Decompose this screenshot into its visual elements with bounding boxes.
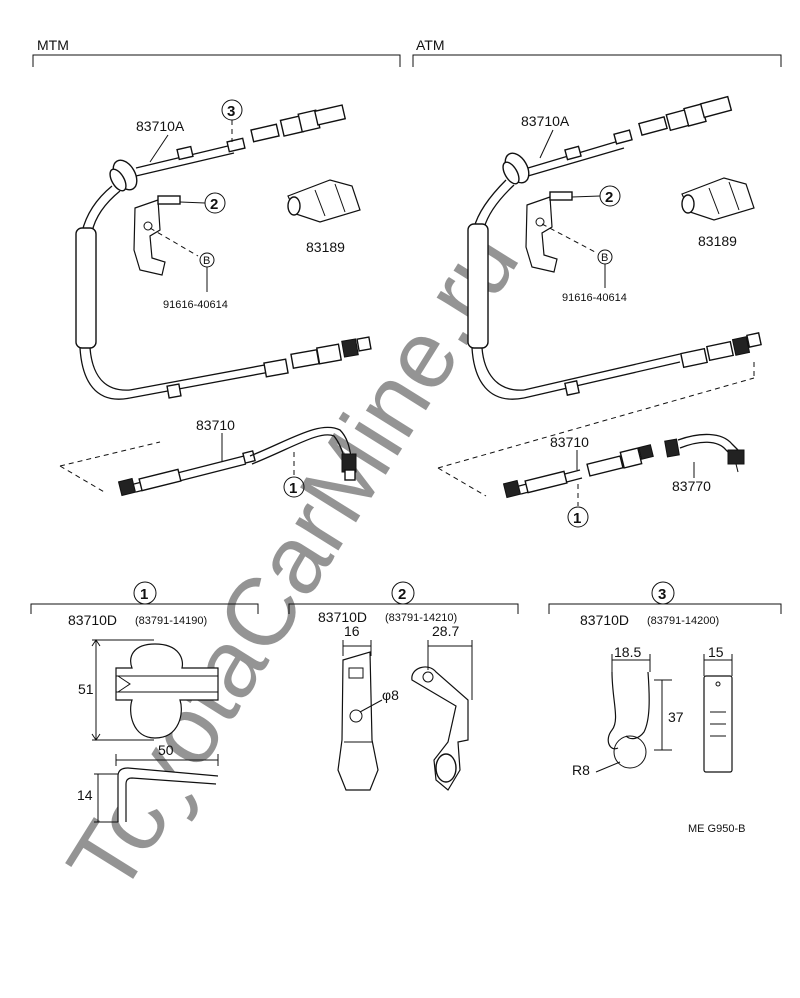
- clip1-part: 83710D: [68, 612, 117, 628]
- clip3-subpart: (83791-14200): [647, 615, 719, 627]
- mtm-callout-1: 1: [283, 452, 305, 498]
- clip2-part: 83710D: [318, 609, 367, 625]
- svg-text:1: 1: [140, 586, 148, 603]
- svg-text:3: 3: [658, 586, 666, 603]
- mtm-label-83710a: 83710A: [136, 118, 185, 134]
- svg-text:B: B: [601, 252, 608, 264]
- svg-text:3: 3: [227, 103, 235, 120]
- clip2-dim-offset: 28.7: [432, 623, 459, 639]
- clip2-dimensions: [342, 640, 473, 713]
- clip1-dimensions: [91, 639, 219, 823]
- clip2-dim-width: 16: [344, 623, 360, 639]
- atm-bolt-marker: B: [541, 223, 613, 288]
- svg-text:1: 1: [289, 480, 297, 497]
- svg-text:2: 2: [605, 189, 613, 206]
- clip2-subpart: (83791-14210): [385, 612, 457, 624]
- atm-label: ATM: [416, 37, 445, 53]
- clip3-dim-radius: R8: [572, 762, 590, 778]
- clip1-dim-height: 51: [78, 681, 94, 697]
- clip1-subpart: (83791-14190): [135, 615, 207, 627]
- clip1-dim-length: 50: [158, 742, 174, 758]
- atm-connector-83770: [664, 433, 745, 473]
- detail-1-header: 1: [30, 581, 259, 614]
- clip3-part: 83710D: [580, 612, 629, 628]
- clip3-dim-height: 37: [668, 709, 684, 725]
- drawing-code: ME G950-B: [688, 823, 745, 835]
- mtm-label-83710: 83710: [196, 417, 235, 433]
- mtm-lower-cable: [59, 426, 357, 497]
- clip3-dim-width: 18.5: [614, 644, 641, 660]
- atm-connector-83189: [681, 177, 755, 221]
- connector-icon: [665, 95, 733, 132]
- clip1-dim-depth: 14: [77, 787, 93, 803]
- mtm-cable-assembly: [75, 104, 372, 400]
- atm-lower-cable: [437, 362, 755, 499]
- svg-text:B: B: [203, 255, 210, 267]
- atm-callout-2: 2: [571, 185, 621, 207]
- clip3-dim-side: 15: [708, 644, 724, 660]
- mtm-connector-83189: [287, 179, 361, 223]
- clip3-dimensions: [595, 654, 733, 773]
- svg-text:2: 2: [210, 196, 218, 213]
- atm-label-83770: 83770: [672, 478, 711, 494]
- mtm-bolt-part: 91616-40614: [163, 299, 228, 311]
- atm-callout-1: 1: [567, 484, 589, 528]
- atm-bolt-part: 91616-40614: [562, 292, 627, 304]
- clip1-drawing: [115, 643, 219, 822]
- svg-text:1: 1: [573, 510, 581, 527]
- mtm-bolt-marker: B: [149, 227, 215, 292]
- mtm-label: MTM: [37, 37, 69, 53]
- svg-text:2: 2: [398, 586, 406, 603]
- clip2-drawing: [337, 651, 469, 791]
- mtm-clip-bracket: [133, 195, 181, 276]
- atm-cable-assembly: [467, 95, 762, 400]
- detail-3-header: 3: [548, 581, 782, 614]
- mtm-callout-2: 2: [179, 192, 226, 214]
- connector-icon: [279, 104, 347, 137]
- clip3-drawing: [607, 671, 733, 773]
- atm-label-83189: 83189: [698, 233, 737, 249]
- mtm-callout-3: 3: [221, 99, 243, 142]
- detail-2-header: 2: [288, 581, 519, 614]
- clip2-dim-hole: φ8: [382, 687, 399, 703]
- atm-label-83710a: 83710A: [521, 113, 570, 129]
- mtm-label-83189: 83189: [306, 239, 345, 255]
- atm-clip-bracket: [525, 191, 573, 273]
- section-brackets: [32, 54, 782, 67]
- atm-label-83710: 83710: [550, 434, 589, 450]
